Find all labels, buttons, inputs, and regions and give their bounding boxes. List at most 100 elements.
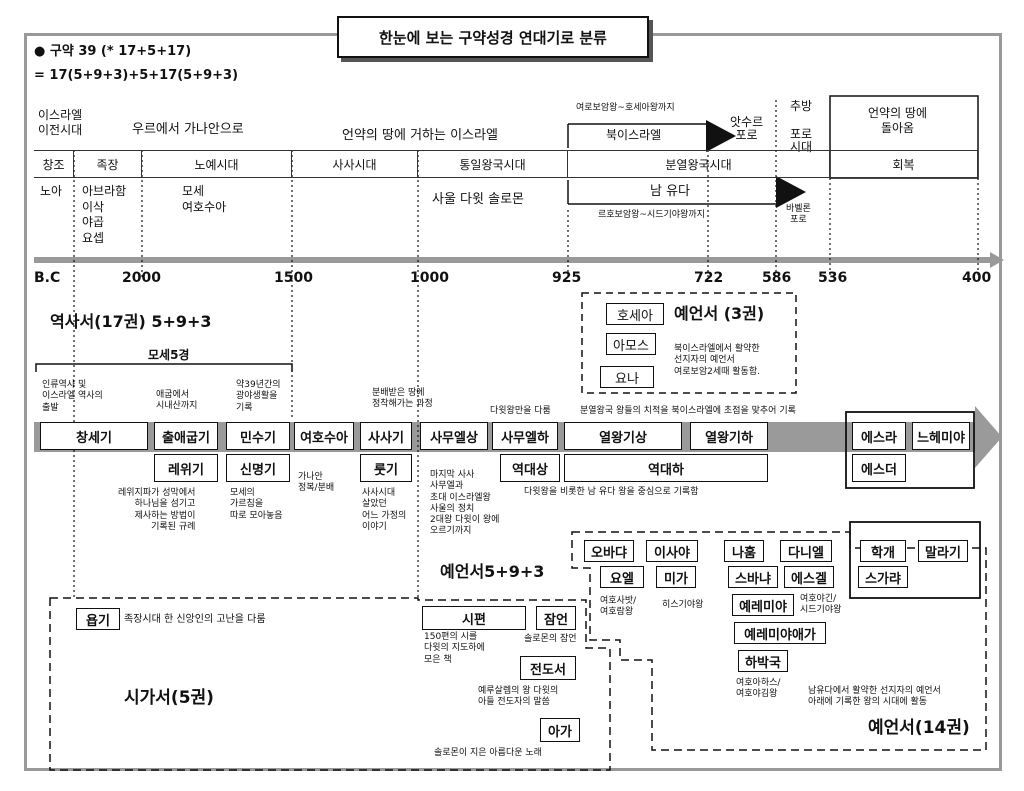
note-habakkuk: 여호아하스/ 여호야김왕 <box>736 678 781 700</box>
prophets3-box <box>581 292 797 394</box>
note-genesis: 인류역사 및 이스라엘 역사의 출발 <box>42 380 103 413</box>
book-joel: 요엘 <box>600 566 644 588</box>
period-slavery: 노예시대 <box>142 151 292 177</box>
note-psalms: 150편의 시를 다윗의 지도하에 모은 책 <box>424 632 485 665</box>
period-creation: 창조 <box>34 151 74 177</box>
poetry-region <box>49 597 611 771</box>
era-babylon-exile: 바벨론 포로 <box>786 204 811 226</box>
era-south-judah: 남 유다 <box>650 184 691 199</box>
north-israel-arrowhead <box>706 120 736 152</box>
note-chronicles: 다윗왕을 비롯한 남 유다 왕을 중심으로 기록함 <box>524 487 699 497</box>
book-samuel2: 사무엘하 <box>492 422 558 450</box>
prophets3-note: 북이스라엘에서 활약한 선지자의 예언서 여로보암2세때 활동함. <box>674 344 760 377</box>
note-micah: 히스기야왕 <box>662 600 704 610</box>
book-amos: 아모스 <box>606 333 656 355</box>
person-noah: 노아 <box>40 184 63 198</box>
book-exodus: 출애굽기 <box>154 422 218 450</box>
book-ezekiel: 에스겔 <box>784 566 834 588</box>
era-israel-before: 이스라엘 이전시대 <box>38 108 83 137</box>
book-malachi: 말라기 <box>918 540 968 562</box>
book-lamentations: 예레미야애가 <box>734 622 826 644</box>
note-proverbs: 솔로몬의 잠언 <box>524 634 577 644</box>
book-daniel: 다니엘 <box>780 540 832 562</box>
book-judges: 사사기 <box>360 422 412 450</box>
book-isaiah: 이사야 <box>646 540 698 562</box>
person-patriarchs: 아브라함 이삭 야곱 요셉 <box>82 184 127 245</box>
note-job: 족장시대 한 신앙인의 고난을 다룸 <box>124 614 266 625</box>
book-chronicles1: 역대상 <box>500 454 560 482</box>
book-micah: 미가 <box>656 566 696 588</box>
note-leviticus: 레위지파가 성막에서 하나님을 섬기고 제사하는 방법이 기록된 규례 <box>118 488 196 532</box>
note-exodus: 애굽에서 시내산까지 <box>156 390 198 412</box>
book-samuel1: 사무엘상 <box>420 422 488 450</box>
era-ur-canaan: 우르에서 가나안으로 <box>132 122 244 137</box>
note-joshua: 가나안 정복/분배 <box>298 472 335 494</box>
period-divided-kingdom: 분열왕국시대 <box>568 151 830 177</box>
book-psalms: 시편 <box>422 606 526 630</box>
timeline-bc: B.C <box>34 270 61 286</box>
poetry-title: 시가서(5권) <box>124 688 214 708</box>
note-joel: 여호사밧/ 여호람왕 <box>600 596 637 618</box>
restoration-prophets-box <box>849 521 981 599</box>
year-586: 586 <box>762 270 792 286</box>
book-jonah: 요나 <box>600 366 654 388</box>
note-ruth: 사사시대 살았던 어느 가정의 이야기 <box>362 488 407 532</box>
note-kings: 분열왕국 왕들의 치적을 북이스라엘에 초점을 맞추어 기록 <box>580 406 796 416</box>
year-722: 722 <box>694 270 724 286</box>
book-job: 욥기 <box>76 608 120 630</box>
note-deuteronomy: 모세의 가르침을 따로 모아놓음 <box>230 488 283 521</box>
book-kings2: 열왕기하 <box>690 422 768 450</box>
person-kings: 사울 다윗 솔로몬 <box>432 192 524 207</box>
ezra-group-box <box>845 411 975 489</box>
note-samuel-kings: 마지막 사사 사무엘과 초대 이스라엘왕 사울의 정치 2대왕 다윗이 왕에 오… <box>430 470 500 537</box>
history-title: 역사서(17권) 5+9+3 <box>50 312 212 331</box>
year-400: 400 <box>962 270 992 286</box>
book-jeremiah: 예레미야 <box>732 594 794 616</box>
book-zechariah: 스가랴 <box>858 566 908 588</box>
book-hosea: 호세아 <box>606 303 664 325</box>
note-samuel2: 다윗왕만을 다룸 <box>490 406 551 416</box>
moses-bracket <box>35 363 293 372</box>
person-moses-joshua: 모세 여호수아 <box>182 184 227 214</box>
book-esther: 에스더 <box>852 454 906 482</box>
period-patriarchs: 족장 <box>74 151 142 177</box>
book-joshua: 여호수아 <box>294 422 354 450</box>
book-chronicles2: 역대하 <box>564 454 768 482</box>
year-2000: 2000 <box>122 270 161 286</box>
note-numbers: 약39년간의 광야생활을 기록 <box>236 380 281 413</box>
book-ezra: 에스라 <box>852 422 906 450</box>
period-united-kingdom: 통일왕국시대 <box>418 151 568 177</box>
book-leviticus: 레위기 <box>154 454 218 482</box>
era-rehoboam-zedekiah: 르호보암왕~시드기야왕까지 <box>598 210 705 220</box>
note-ecclesiastes: 예루살렘의 왕 다윗의 아들 전도자의 말씀 <box>478 686 559 708</box>
return-box <box>829 95 979 179</box>
year-925: 925 <box>552 270 582 286</box>
book-zephaniah: 스바냐 <box>728 566 778 588</box>
year-1500: 1500 <box>274 270 313 286</box>
book-ruth: 룻기 <box>360 454 412 482</box>
moses-5-books: 모세5경 <box>148 348 190 362</box>
timeline-arrowhead <box>990 252 1004 268</box>
era-jeroboam-hoshea: 여로보암왕~호세아왕까지 <box>576 103 675 113</box>
year-1000: 1000 <box>410 270 449 286</box>
era-dotted-lines <box>73 100 979 600</box>
book-deuteronomy: 신명기 <box>226 454 290 482</box>
period-row: 창조 족장 노예시대 사사시대 통일왕국시대 분열왕국시대 회복 <box>34 150 978 178</box>
book-proverbs: 잠언 <box>536 606 576 630</box>
year-536: 536 <box>818 270 848 286</box>
era-north-israel: 북이스라엘 <box>606 128 662 142</box>
era-assyria-exile: 앗수르 포로 <box>730 115 764 143</box>
note-judges: 분배받은 땅에 정착해가는 과정 <box>372 388 433 410</box>
prophets14-title: 예언서(14권) <box>868 718 970 738</box>
book-genesis: 창세기 <box>40 422 148 450</box>
book-nehemiah: 느헤미야 <box>912 422 970 450</box>
header-line1: ● 구약 39 (* 17+5+17) <box>34 44 192 59</box>
book-habakkuk: 하박국 <box>738 650 788 672</box>
prophets-count-label: 예언서5+9+3 <box>440 562 545 581</box>
page-title: 한눈에 보는 구약성경 연대기로 분류 <box>337 16 649 58</box>
book-song-of-songs: 아가 <box>540 718 580 742</box>
note-song: 솔로몬이 지은 아름다운 노래 <box>434 748 542 758</box>
period-judges: 사사시대 <box>292 151 418 177</box>
era-promised-land: 언약의 땅에 거하는 이스라엘 <box>342 128 498 143</box>
prophets3-title: 예언서 (3권) <box>674 304 765 323</box>
